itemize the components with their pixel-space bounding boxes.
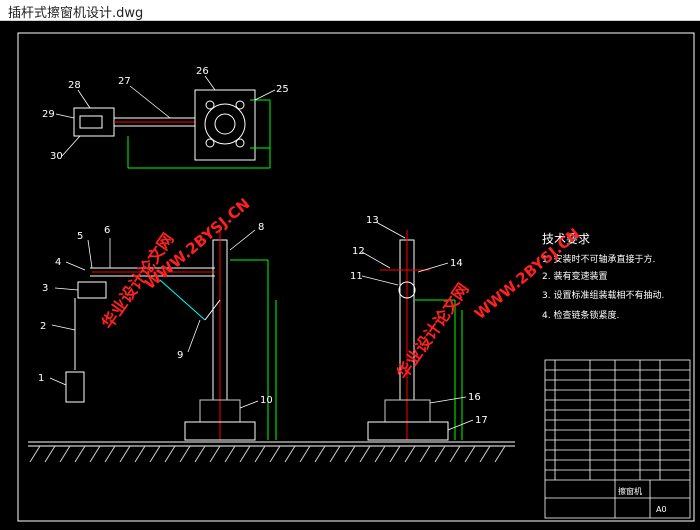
label-16: 16 <box>468 392 481 403</box>
ground <box>28 441 515 463</box>
side-view <box>367 230 463 441</box>
window-title-bar: 插杆式擦窗机设计.dwg <box>0 0 700 21</box>
label-13: 13 <box>366 215 379 226</box>
tech-req-title: 技术要求 <box>542 232 590 246</box>
label-12: 12 <box>352 246 365 257</box>
title-block-text: 擦窗机 A0 <box>618 486 667 514</box>
label-17: 17 <box>475 415 488 426</box>
leader-lines <box>49 75 474 431</box>
label-6: 6 <box>104 225 110 236</box>
label-8: 8 <box>258 222 264 233</box>
watermarks: 华业设计论文网 WWW.2BYSJ.CN 华业设计论文网 WWW.2BYSJ.C… <box>98 195 584 383</box>
label-28: 28 <box>68 80 81 91</box>
label-3: 3 <box>42 283 48 294</box>
drawing-frame <box>17 32 695 522</box>
label-4: 4 <box>55 257 61 268</box>
tech-requirements: 技术要求 1. 安装时不可轴承直接于方. 2. 装有变速装置 3. 设置标准组装… <box>542 232 664 321</box>
tech-req-line-3: 3. 设置标准组装载相不有抽动. <box>542 289 664 301</box>
watermark-cn-2: 华业设计论文网 <box>393 280 473 383</box>
tech-req-line-2: 2. 装有变速装置 <box>542 270 607 282</box>
label-14: 14 <box>450 258 463 269</box>
label-1: 1 <box>38 373 44 384</box>
front-view <box>65 230 277 441</box>
tech-req-line-4: 4. 检查链条锁紧度. <box>542 309 619 321</box>
drawing-canvas[interactable]: 1 2 3 4 5 6 8 9 10 11 12 13 14 16 17 25 … <box>0 21 700 526</box>
label-26: 26 <box>196 66 209 77</box>
label-5: 5 <box>77 231 83 242</box>
label-11: 11 <box>350 271 363 282</box>
label-30: 30 <box>50 151 63 162</box>
label-10: 10 <box>260 395 273 406</box>
title-name: 擦窗机 <box>618 486 642 496</box>
cad-drawing[interactable]: 1 2 3 4 5 6 8 9 10 11 12 13 14 16 17 25 … <box>0 21 700 526</box>
title-block <box>544 359 691 519</box>
sheet-size: A0 <box>656 505 667 514</box>
label-2: 2 <box>40 321 46 332</box>
tech-req-line-1: 1. 安装时不可轴承直接于方. <box>542 253 655 265</box>
label-29: 29 <box>42 109 55 120</box>
label-27: 27 <box>118 76 131 87</box>
top-view <box>73 89 271 169</box>
window-title: 插杆式擦窗机设计.dwg <box>8 6 144 21</box>
label-9: 9 <box>177 350 183 361</box>
part-labels: 1 2 3 4 5 6 8 9 10 11 12 13 14 16 17 25 … <box>38 66 488 426</box>
label-25: 25 <box>276 84 289 95</box>
